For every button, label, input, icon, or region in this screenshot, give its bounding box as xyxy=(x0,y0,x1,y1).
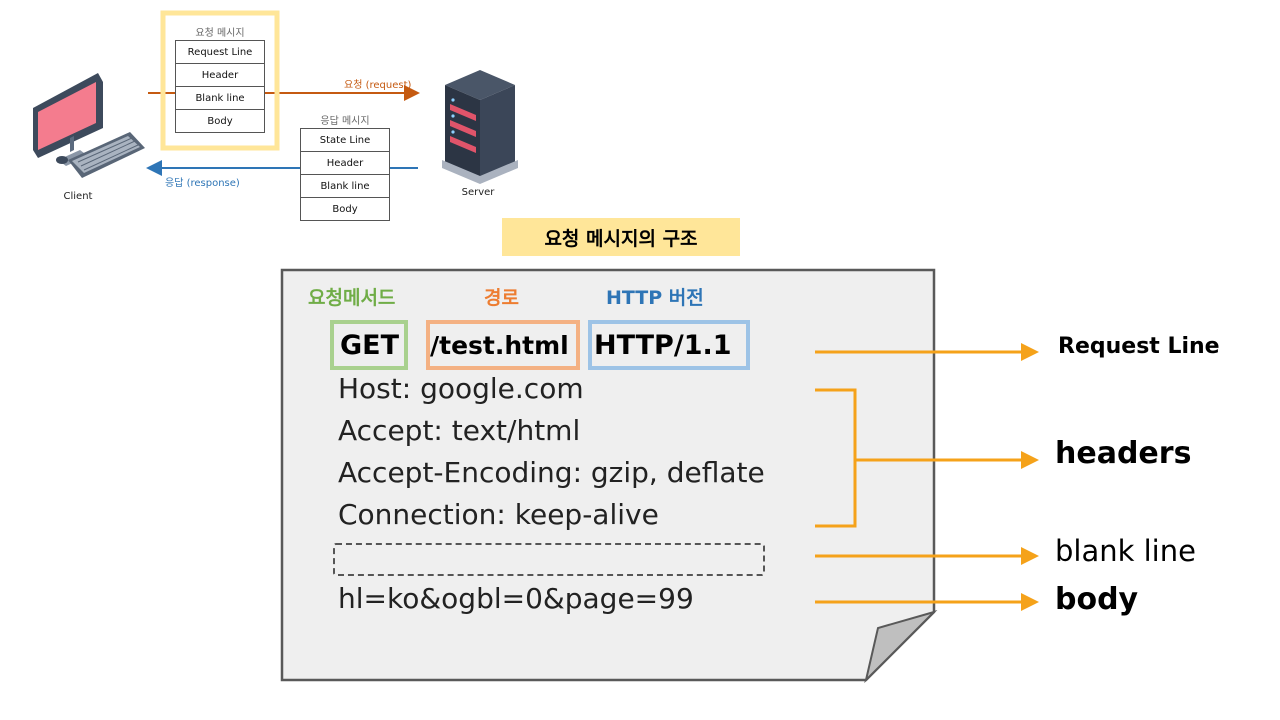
blank-line-box xyxy=(333,543,765,576)
client-label: Client xyxy=(63,191,93,202)
response-message-title: 응답 메시지 xyxy=(320,116,370,127)
request-version: HTTP/1.1 xyxy=(594,329,732,361)
label-request-line: Request Line xyxy=(1058,334,1220,359)
request-row-body: Body xyxy=(175,109,265,133)
response-row-body: Body xyxy=(300,197,390,221)
body-line: hl=ko&ogbl=0&page=99 xyxy=(338,582,694,615)
client-computer-icon xyxy=(33,73,145,178)
header-line-connection: Connection: keep-alive xyxy=(338,498,659,531)
request-message-highlight xyxy=(160,10,280,151)
request-row-request-line: Request Line xyxy=(175,40,265,64)
request-message-stack: Request Line Header Blank line Body xyxy=(175,40,265,134)
request-message-title: 요청 메시지 xyxy=(195,28,245,39)
request-path-box: /test.html xyxy=(426,320,580,370)
request-path: /test.html xyxy=(430,330,569,360)
label-blank-line: blank line xyxy=(1055,534,1196,568)
server-label: Server xyxy=(461,187,495,198)
request-row-blank-line: Blank line xyxy=(175,86,265,110)
headers-brace xyxy=(815,388,857,528)
main-title: 요청 메시지의 구조 xyxy=(502,218,740,256)
category-path-label: 경로 xyxy=(484,287,519,309)
label-headers: headers xyxy=(1055,436,1192,471)
category-version-label: HTTP 버전 xyxy=(606,287,704,309)
response-row-header: Header xyxy=(300,151,390,175)
response-message-stack: State Line Header Blank line Body xyxy=(300,128,390,222)
request-method: GET xyxy=(340,329,400,361)
label-body: body xyxy=(1055,582,1139,617)
header-line-host: Host: google.com xyxy=(338,372,584,405)
response-arrow-label: 응답 (response) xyxy=(165,178,240,189)
header-line-accept: Accept: text/html xyxy=(338,414,581,447)
request-arrow-label: 요청 (request) xyxy=(344,80,412,91)
header-line-accept-encoding: Accept-Encoding: gzip, deflate xyxy=(338,456,765,489)
category-method-label: 요청메서드 xyxy=(308,287,396,309)
request-version-box: HTTP/1.1 xyxy=(588,320,750,370)
request-row-header: Header xyxy=(175,63,265,87)
document-fold xyxy=(864,609,938,684)
request-method-box: GET xyxy=(330,320,408,370)
server-icon xyxy=(442,70,518,184)
response-row-state-line: State Line xyxy=(300,128,390,152)
response-row-blank-line: Blank line xyxy=(300,174,390,198)
